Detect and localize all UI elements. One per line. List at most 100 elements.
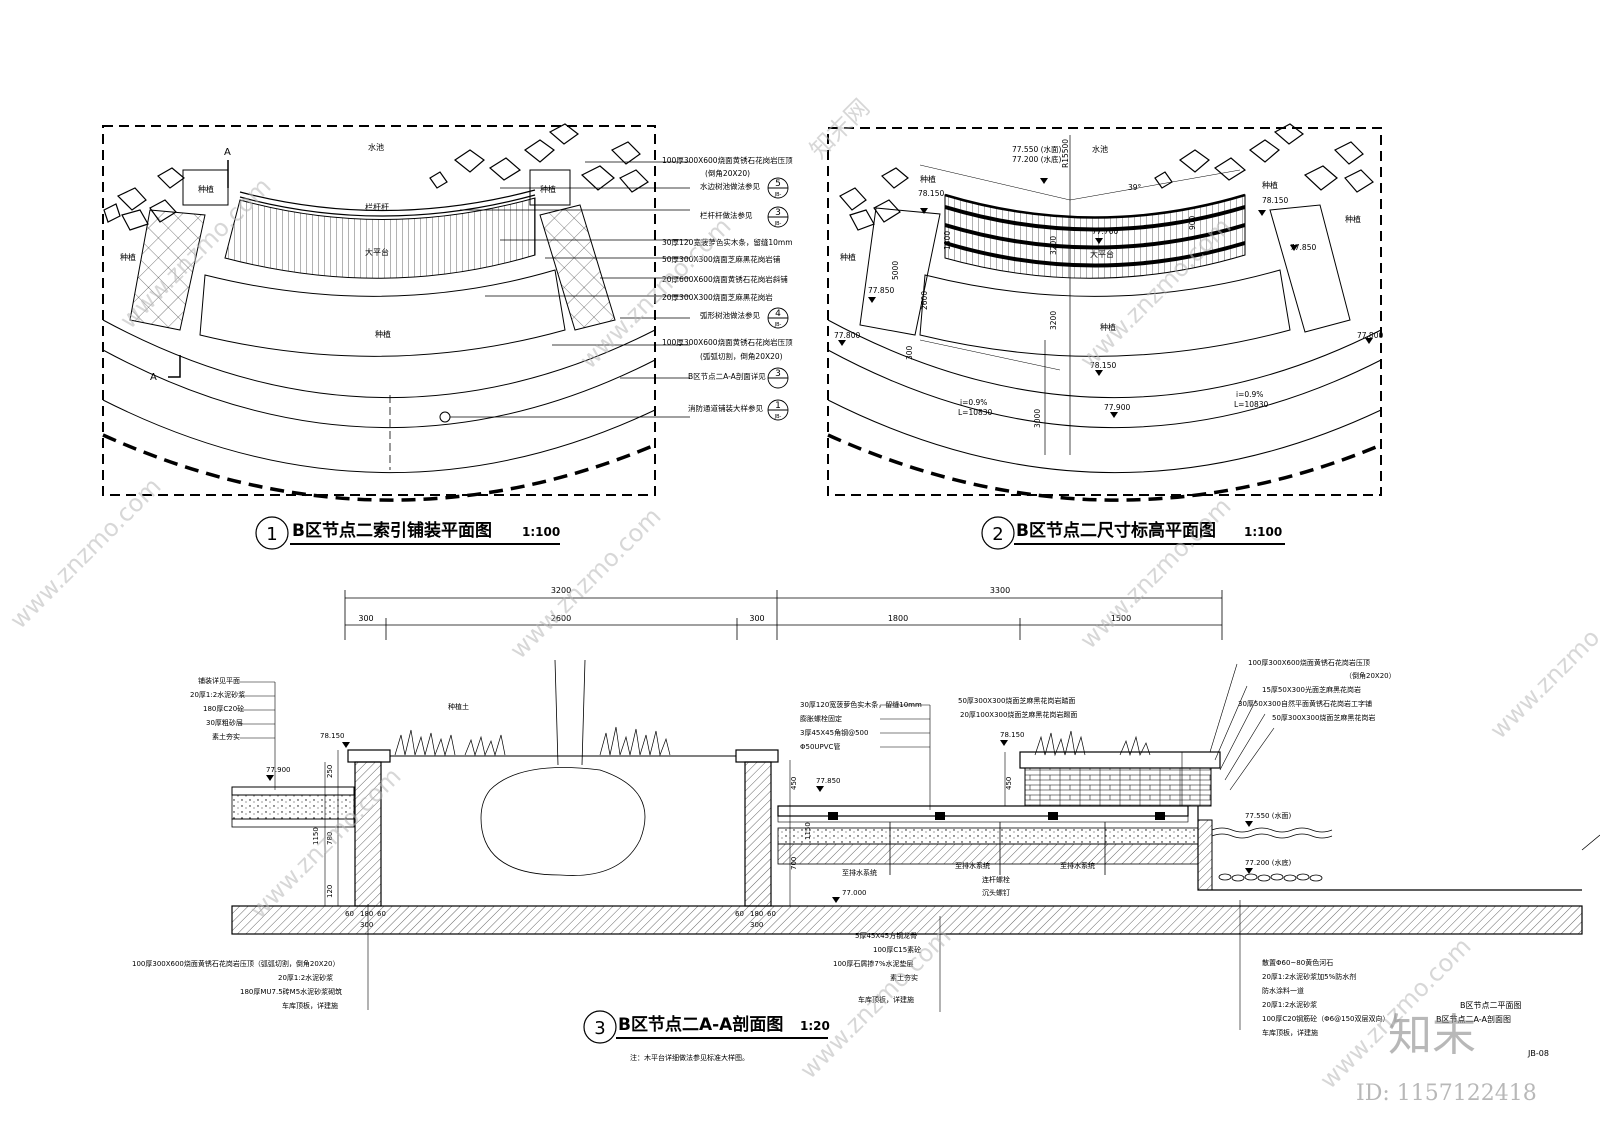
planter-wall-right	[744, 761, 772, 907]
dim: 1500	[1111, 614, 1131, 623]
elev-bottom: 77.200 (水底)	[1012, 154, 1062, 164]
layer-label: 180厚C20砼	[203, 704, 244, 713]
dim: 3200	[1049, 311, 1058, 330]
layer-label: 100厚石屑掺7%水泥垫层	[833, 959, 913, 968]
shrubs	[394, 726, 1151, 757]
plan-1-leaders	[450, 161, 690, 418]
elev: 77.800	[834, 331, 860, 340]
wall-total: 300	[750, 921, 763, 929]
layer-label: Φ50UPVC管	[800, 742, 840, 751]
layer-label: 20厚1:2水泥砂浆	[190, 690, 245, 699]
plant-label: 种植	[920, 174, 936, 184]
plant-label: 种植	[1100, 322, 1116, 332]
rocks-right	[429, 123, 649, 193]
layer-label: 20厚1:2水泥砂浆	[278, 973, 333, 982]
dim: 5000	[891, 261, 900, 280]
elev: 77.200 (水底)	[1245, 858, 1291, 867]
deck-boards	[224, 197, 536, 279]
callout-text: 水边树池做法参见	[700, 181, 760, 191]
layer-label: （倒角20X20）	[1345, 671, 1396, 680]
planter-coping-left	[347, 749, 391, 763]
elev: 78.150	[1090, 361, 1116, 370]
index-sheet: JB-	[774, 414, 782, 420]
layer-label: 20厚100X300烧面芝麻黑花岗岩踢面	[960, 710, 1077, 719]
title-block-line: B区节点二A-A剖面图	[1436, 1014, 1511, 1024]
rocks-left	[103, 167, 185, 231]
planter-coping-right	[735, 749, 779, 763]
layer-label: 3厚45X45角钢@500	[800, 728, 868, 737]
dim: 1800	[943, 231, 952, 250]
dim: 3300	[990, 586, 1010, 595]
layer-label: 车库顶板，详建施	[1262, 1028, 1318, 1037]
sheet-code: JB-08	[1527, 1049, 1549, 1058]
elev: 78.150	[320, 732, 345, 740]
watermark-text: www.znzmo.com	[244, 762, 406, 924]
plan-2-frame	[827, 127, 1382, 496]
callout-text: 栏杆杆做法参见	[700, 210, 753, 220]
slope: i=0.9%	[1236, 390, 1263, 399]
planter-left-hatch	[129, 209, 206, 331]
vdim: 450	[1005, 777, 1013, 790]
vdim: 1150	[804, 822, 812, 840]
callout-text: 50厚300X300烧面芝麻黑花岗岩铺	[662, 254, 781, 264]
elev: 77.850	[816, 777, 841, 785]
index-number: 4	[775, 309, 781, 319]
layer-label: 铺装详见平面	[198, 676, 240, 685]
vdim: 700	[790, 857, 798, 870]
slope: i=0.9%	[960, 398, 987, 407]
planter-right-hatch	[539, 204, 616, 331]
layer-label: 车库顶板，详建施	[858, 995, 914, 1004]
layer-label: 素土夯实	[890, 973, 918, 982]
dim: 3200	[551, 586, 571, 595]
vdim: 1150	[312, 827, 320, 845]
layer-label: 100厚300X600烧面黄锈石花岗岩压顶	[1248, 658, 1370, 667]
root-ball	[480, 767, 646, 876]
plant-label: 种植	[198, 184, 214, 194]
dim: 300	[749, 614, 764, 623]
section-note: 注：木平台详细做法参见标准大样图。	[630, 1053, 749, 1062]
callout-text: 20厚300X300烧面芝麻黑花岗岩	[662, 292, 773, 302]
index-sheet: JB-	[774, 322, 782, 328]
index-sheet: JB-	[774, 221, 782, 227]
plant-label: 种植	[120, 252, 136, 262]
layer-label: 车库顶板，详建施	[282, 1001, 338, 1010]
wall-dim: 60	[767, 910, 776, 918]
elev: 77.850	[868, 286, 894, 295]
callout-text: 20厚600X600烧面黄锈石花岗岩斜铺	[662, 274, 788, 284]
layer-label: 100厚C15素砼	[873, 945, 921, 954]
layer-label: 素土夯实	[212, 732, 240, 741]
layer-label: 20厚1:2水泥砂浆加5%防水剂	[1262, 972, 1356, 981]
title-number-circle	[981, 516, 1015, 550]
layer-label: 15厚50X300光面芝麻黑花岗岩	[1262, 685, 1361, 694]
section-leaders	[240, 663, 1275, 1030]
garage-roof-slab	[231, 905, 1583, 935]
vdim: 780	[326, 832, 334, 845]
plan-1-index-paving	[102, 123, 690, 502]
title-number: 3	[594, 1018, 605, 1039]
section-mark-a: A	[224, 147, 231, 158]
wall-dim: 180	[750, 910, 763, 918]
elev: 77.700	[1092, 227, 1118, 236]
drain-label: 至排水系统	[842, 868, 877, 877]
elev: 77.800	[1357, 331, 1383, 340]
watermark-text: www.znzmo.com	[1074, 492, 1236, 654]
section-title: B区节点二A-A剖面图	[618, 1014, 783, 1035]
soil-label: 种植土	[448, 702, 469, 711]
drain-pipes	[889, 822, 1106, 875]
layer-label: 散置Φ60~80黄色河石	[1262, 958, 1333, 967]
elev: 78.150	[1000, 731, 1025, 739]
layer-label: 50厚300X300烧面芝麻黑花岗岩踏面	[958, 696, 1075, 705]
plan-1-frame	[102, 125, 656, 496]
bolt-label: 沉头螺钉	[982, 888, 1010, 897]
section-vertical-dims	[324, 750, 1183, 906]
dim: 300	[358, 614, 373, 623]
deck-label: 大平台	[1090, 249, 1114, 259]
fire-lane-edge	[102, 433, 656, 502]
railing-label: 栏杆杆	[365, 202, 389, 212]
callout-text: 100厚300X600烧面黄锈石花岗岩压顶	[662, 155, 793, 165]
plant-label: 种植	[1345, 214, 1361, 224]
layer-label: 50厚300X300烧面芝麻黑花岗岩	[1272, 713, 1375, 722]
vdim: 120	[326, 885, 334, 898]
plan-1-text: 水池 种植 种植 种植 种植 栏杆杆 大平台 A A 100厚300X600烧面…	[120, 142, 793, 550]
